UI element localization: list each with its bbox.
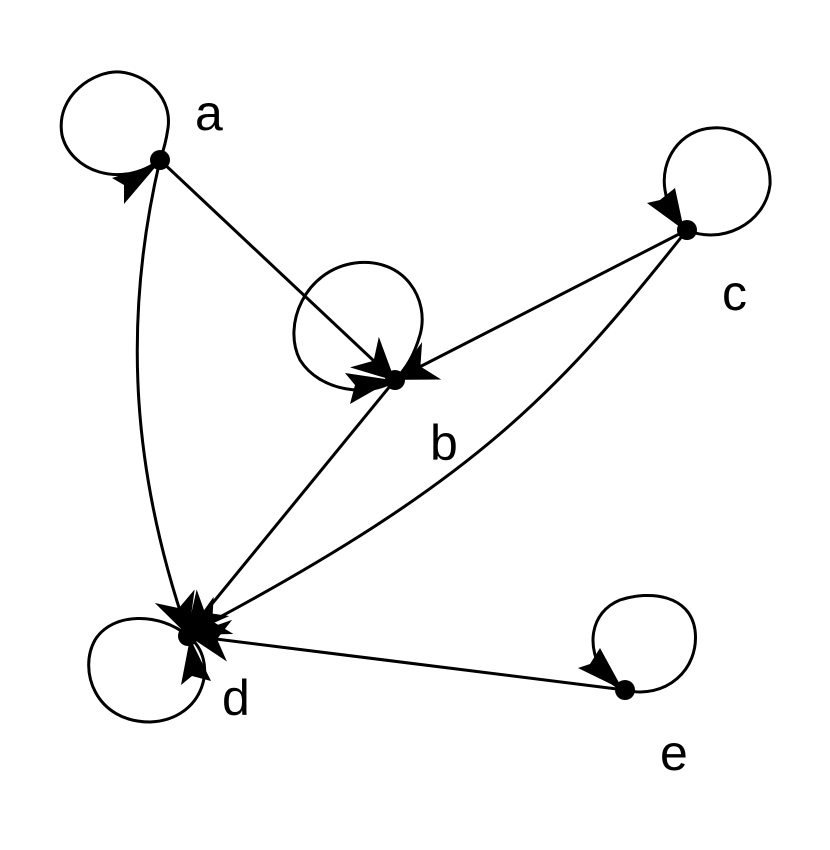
edge-a-to-b (158, 158, 396, 381)
node-label-d: d (222, 670, 250, 726)
self-loop-d (87, 617, 206, 724)
node-label-e: e (660, 725, 688, 781)
self-loop-arrowhead-e (578, 648, 623, 690)
node-label-c: c (722, 265, 747, 321)
edge-e-to-d (187, 619, 626, 692)
node-e (615, 680, 635, 700)
self-loop-arrowhead-c (647, 188, 684, 230)
self-loop-arrowheads (112, 164, 684, 690)
node-label-a: a (195, 85, 223, 141)
edge-c-to-d (186, 229, 689, 635)
self-loops (59, 70, 772, 724)
edges (135, 158, 689, 692)
node-labels: a b c d e (195, 85, 747, 781)
edge-c-to-b (394, 228, 688, 380)
edge-b-to-d (186, 379, 397, 636)
node-c (677, 220, 697, 240)
edge-a-to-d (135, 159, 195, 636)
self-loop-a (59, 70, 170, 177)
node-label-b: b (430, 415, 458, 471)
node-d (178, 626, 198, 646)
self-loop-b (292, 260, 424, 392)
nodes (150, 150, 697, 700)
node-a (150, 150, 170, 170)
self-loop-arrowhead-a (112, 164, 158, 204)
node-b (385, 370, 405, 390)
